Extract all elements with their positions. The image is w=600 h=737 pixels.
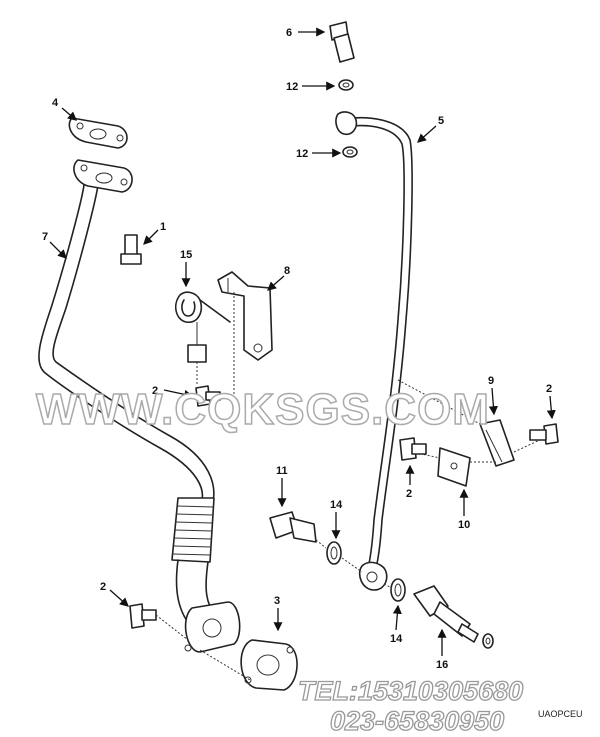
part-2-bolt-middle-left xyxy=(195,385,221,407)
callout-11: 11 xyxy=(276,465,288,477)
part-7-hose-bellows xyxy=(171,497,215,563)
contact-phone: TEL:15310305680 xyxy=(298,676,523,706)
part-2-bolt-far-right xyxy=(529,423,559,445)
callout-8: 8 xyxy=(284,265,290,277)
part-12-washer-bottom xyxy=(342,146,358,158)
part-6-banjo-bolt xyxy=(329,21,355,63)
callout-14-right: 14 xyxy=(390,633,403,645)
part-16-connector xyxy=(413,585,479,643)
part-14-washer-right xyxy=(390,578,406,602)
part-14-small-washer xyxy=(482,633,494,649)
callout-labels: 6 12 12 5 4 1 7 15 8 2 2 3 11 14 2 10 9 … xyxy=(42,27,552,671)
part-7-lower-flange xyxy=(184,601,241,653)
callout-2-middle-left: 2 xyxy=(152,385,158,397)
callout-2-center-right: 2 xyxy=(406,488,412,500)
callout-12-bottom: 12 xyxy=(296,148,308,160)
callout-10: 10 xyxy=(458,519,470,531)
callout-14-left: 14 xyxy=(330,499,343,511)
part-12-washer-top xyxy=(338,79,354,91)
part-2-bolt-center-right xyxy=(399,437,427,461)
part-7-upper-flange xyxy=(73,159,133,193)
part-9-clamp xyxy=(479,419,515,467)
callout-2-bottom-left: 2 xyxy=(100,581,106,593)
part-14-washer-left xyxy=(326,541,342,565)
callout-5: 5 xyxy=(438,115,444,127)
part-10-bracket xyxy=(437,447,471,487)
part-5-supply-line xyxy=(335,111,413,591)
callout-12-top: 12 xyxy=(286,81,298,93)
watermark-text: WWW.CQKSGS.COM xyxy=(36,385,490,434)
callout-1: 1 xyxy=(160,221,166,233)
callout-2-far-right: 2 xyxy=(546,383,552,395)
callout-3: 3 xyxy=(274,595,280,607)
part-15-nut xyxy=(187,322,207,385)
leader-arrows xyxy=(49,27,556,656)
part-15-clamp xyxy=(174,291,231,323)
callout-6: 6 xyxy=(286,27,292,39)
callout-9: 9 xyxy=(488,375,494,387)
part-7-drain-tube xyxy=(38,184,217,626)
part-11-adapter xyxy=(269,511,317,543)
callout-4: 4 xyxy=(52,97,59,109)
callout-7: 7 xyxy=(42,231,48,243)
part-2-bolt-bottom-left xyxy=(129,603,157,629)
callout-15: 15 xyxy=(180,249,192,261)
part-1-bolt xyxy=(120,234,142,265)
part-4-gasket xyxy=(68,117,128,149)
drawing-code: UAOPCEU xyxy=(538,709,583,719)
callout-16: 16 xyxy=(436,659,448,671)
part-3-flange-gasket xyxy=(240,639,298,691)
part-8-bracket xyxy=(217,271,273,400)
contact-landline: 023-65830950 xyxy=(330,706,504,736)
